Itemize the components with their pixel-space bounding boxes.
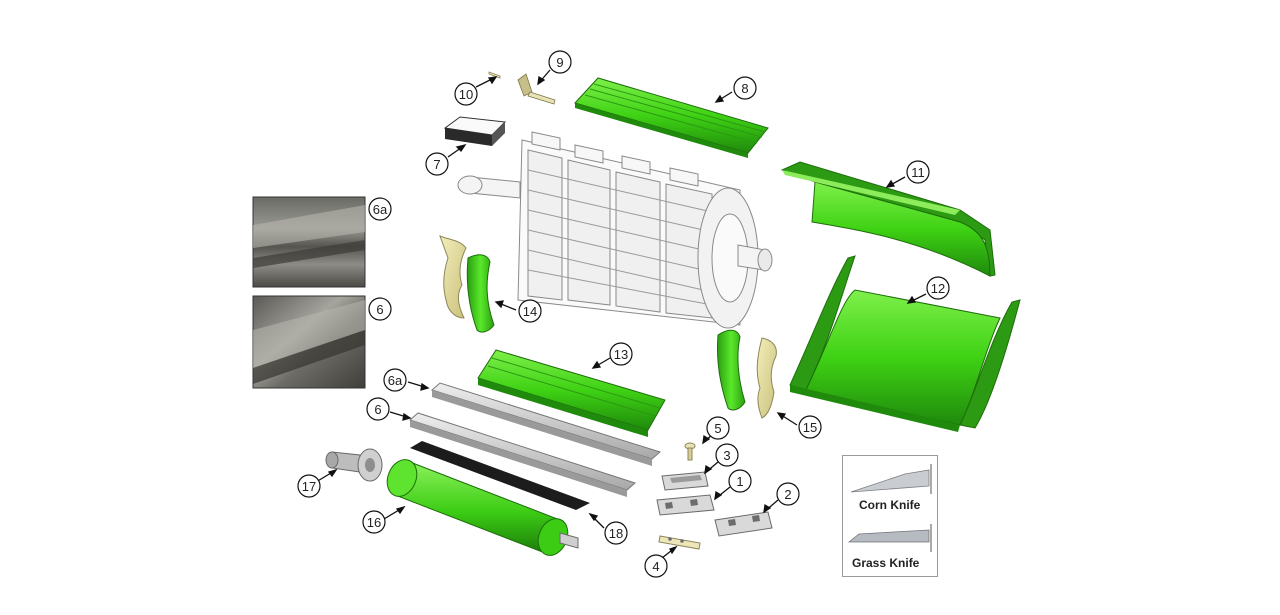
part-7-block	[443, 116, 507, 146]
leader-lines	[315, 69, 927, 559]
photo-6a	[252, 196, 366, 288]
callout-3: 3	[715, 443, 739, 467]
part-8-top-bar	[574, 77, 769, 158]
part-10-pin	[488, 71, 501, 79]
callout-15-label: 15	[803, 420, 817, 435]
grass-knife-label: Grass Knife	[852, 556, 920, 570]
part-15-bracket-right	[756, 337, 777, 419]
callout-7-label: 7	[433, 157, 440, 172]
callout-5: 5	[706, 416, 730, 440]
part-2-knife	[714, 511, 773, 537]
part-1-knife	[656, 494, 715, 516]
callout-17-label: 17	[302, 479, 316, 494]
callout-14: 14	[518, 299, 542, 323]
knife-type-legend: Corn Knife Grass Knife	[842, 455, 938, 577]
callout-6-photo: 6	[368, 297, 392, 321]
part-16-green-roller	[386, 459, 579, 556]
legend-graphics	[847, 464, 932, 552]
part-9-bracket	[517, 73, 556, 105]
callout-6a-label: 6a	[388, 373, 403, 388]
callout-5-label: 5	[714, 421, 721, 436]
callout-6: 6	[366, 397, 390, 421]
callout-4-label: 4	[652, 559, 659, 574]
part-17-shaft-hub	[325, 448, 383, 482]
callout-4: 4	[644, 554, 668, 578]
callout-1: 1	[728, 469, 752, 493]
part-18-black-strip	[410, 441, 590, 510]
callout-18-label: 18	[609, 526, 623, 541]
cutter-drum	[457, 131, 773, 329]
part-3-knife	[661, 471, 709, 491]
part-4-knife-bar	[658, 535, 701, 550]
corn-knife-icon	[850, 469, 930, 493]
part-14-side-plate	[466, 254, 495, 333]
callout-8: 8	[733, 76, 757, 100]
part-12-lower-shroud	[789, 255, 1021, 432]
callout-13-label: 13	[614, 347, 628, 362]
callout-9: 9	[548, 50, 572, 74]
callout-2-label: 2	[784, 487, 791, 502]
callout-1-label: 1	[736, 474, 743, 489]
callout-2: 2	[776, 482, 800, 506]
part-14-bracket-left	[439, 235, 467, 319]
callout-10-label: 10	[459, 87, 473, 102]
part-6a-steel-bar	[431, 382, 661, 466]
callout-12-label: 12	[931, 281, 945, 296]
callout-16-label: 16	[367, 515, 381, 530]
callout-16: 16	[362, 510, 386, 534]
callout-17: 17	[297, 474, 321, 498]
callout-6a: 6a	[383, 368, 407, 392]
callout-6a-photo: 6a	[368, 197, 392, 221]
grass-knife-icon	[847, 529, 930, 543]
callout-6-label: 6	[374, 402, 381, 417]
callout-10: 10	[454, 82, 478, 106]
callout-11-label: 11	[911, 165, 925, 180]
callout-14-label: 14	[523, 304, 537, 319]
photo-6-label: 6	[376, 302, 383, 317]
photo-6a-label: 6a	[373, 202, 388, 217]
corn-knife-label: Corn Knife	[859, 498, 921, 512]
photo-6	[252, 295, 366, 389]
callout-8-label: 8	[741, 81, 748, 96]
part-11-top-shroud	[780, 161, 996, 277]
callout-7: 7	[425, 152, 449, 176]
callout-9-label: 9	[556, 55, 563, 70]
part-15-side-plate	[717, 329, 746, 411]
part-6-steel-bar	[409, 412, 636, 497]
callout-18: 18	[604, 521, 628, 545]
callout-15: 15	[798, 415, 822, 439]
callout-11: 11	[906, 160, 930, 184]
callout-3-label: 3	[723, 448, 730, 463]
callout-12: 12	[926, 276, 950, 300]
callout-13: 13	[609, 342, 633, 366]
part-13-green-tray	[477, 349, 666, 437]
part-5-bolt	[684, 442, 696, 461]
